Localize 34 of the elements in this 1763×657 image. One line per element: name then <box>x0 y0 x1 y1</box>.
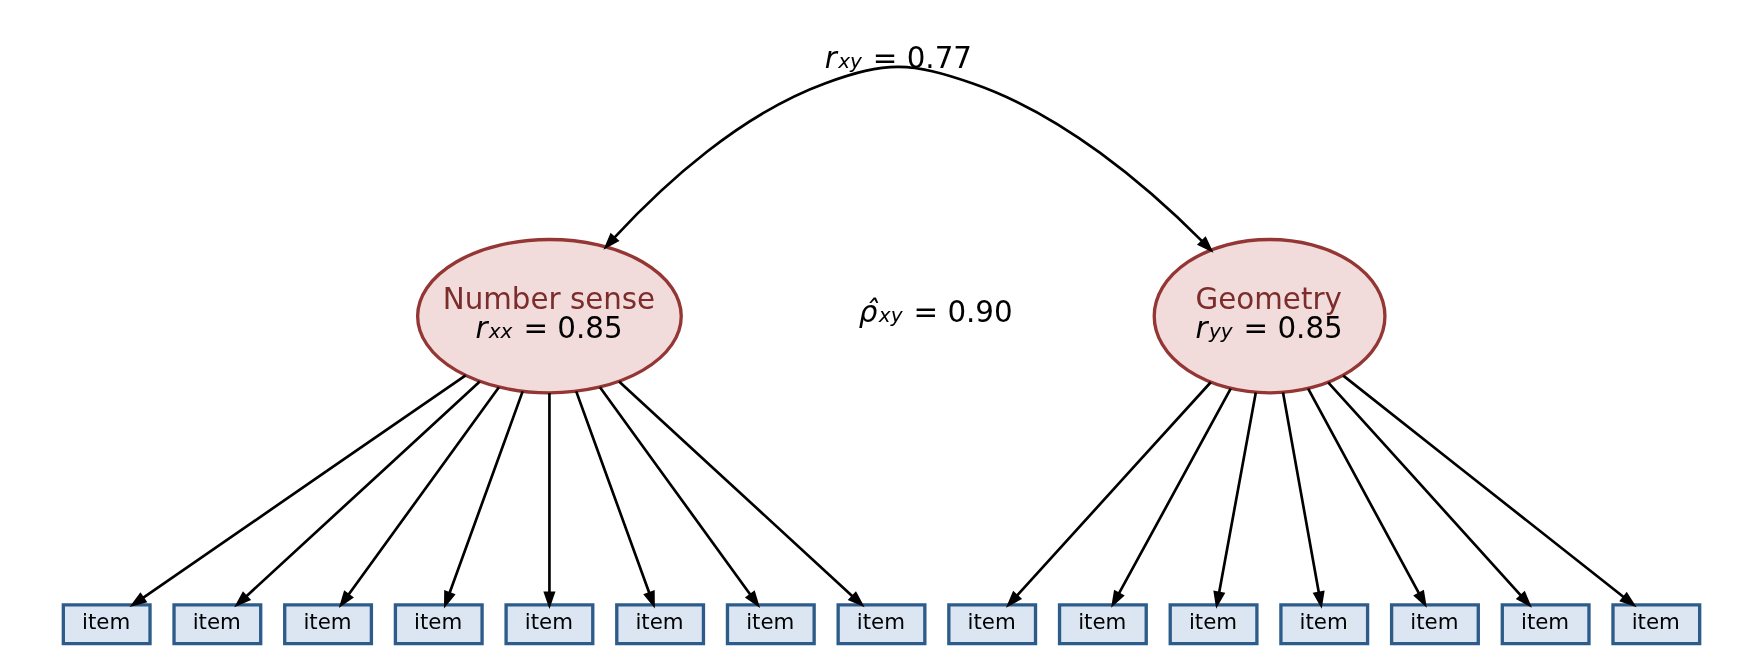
arrow <box>444 390 524 609</box>
node-box: item <box>836 603 927 646</box>
arrow <box>1213 392 1258 609</box>
arrow <box>1111 388 1232 608</box>
node-box: item <box>1279 603 1370 646</box>
arrow <box>1327 381 1532 608</box>
node-box: item <box>283 603 374 646</box>
arrow <box>1281 392 1325 609</box>
edge-label: rxy = 0.77 <box>824 41 973 76</box>
node-box: item <box>172 603 263 646</box>
node-box: item <box>1168 603 1259 646</box>
node-box: item <box>1389 603 1480 646</box>
node-box: item <box>1057 603 1148 646</box>
arrow <box>618 380 865 608</box>
label: ρ̂xy = 0.90 <box>858 295 1013 330</box>
node-box: item <box>1611 603 1702 646</box>
node-box: item <box>615 603 706 646</box>
node-box: item <box>947 603 1038 646</box>
node-box: item <box>504 603 595 646</box>
arrow <box>574 390 655 609</box>
arrow <box>603 65 1214 253</box>
arrow <box>1342 374 1637 608</box>
node-box: item <box>61 603 152 646</box>
arrow <box>338 386 500 608</box>
node-box: item <box>725 603 816 646</box>
arrow <box>543 393 556 609</box>
arrow <box>598 386 761 608</box>
arrow <box>234 380 481 608</box>
node-box: item <box>1500 603 1591 646</box>
arrow <box>1306 388 1427 608</box>
arrow <box>129 374 467 608</box>
node-ellipse: Number sense rxx = 0.85 <box>415 237 683 395</box>
node-box: item <box>393 603 484 646</box>
arrow <box>1005 381 1212 608</box>
